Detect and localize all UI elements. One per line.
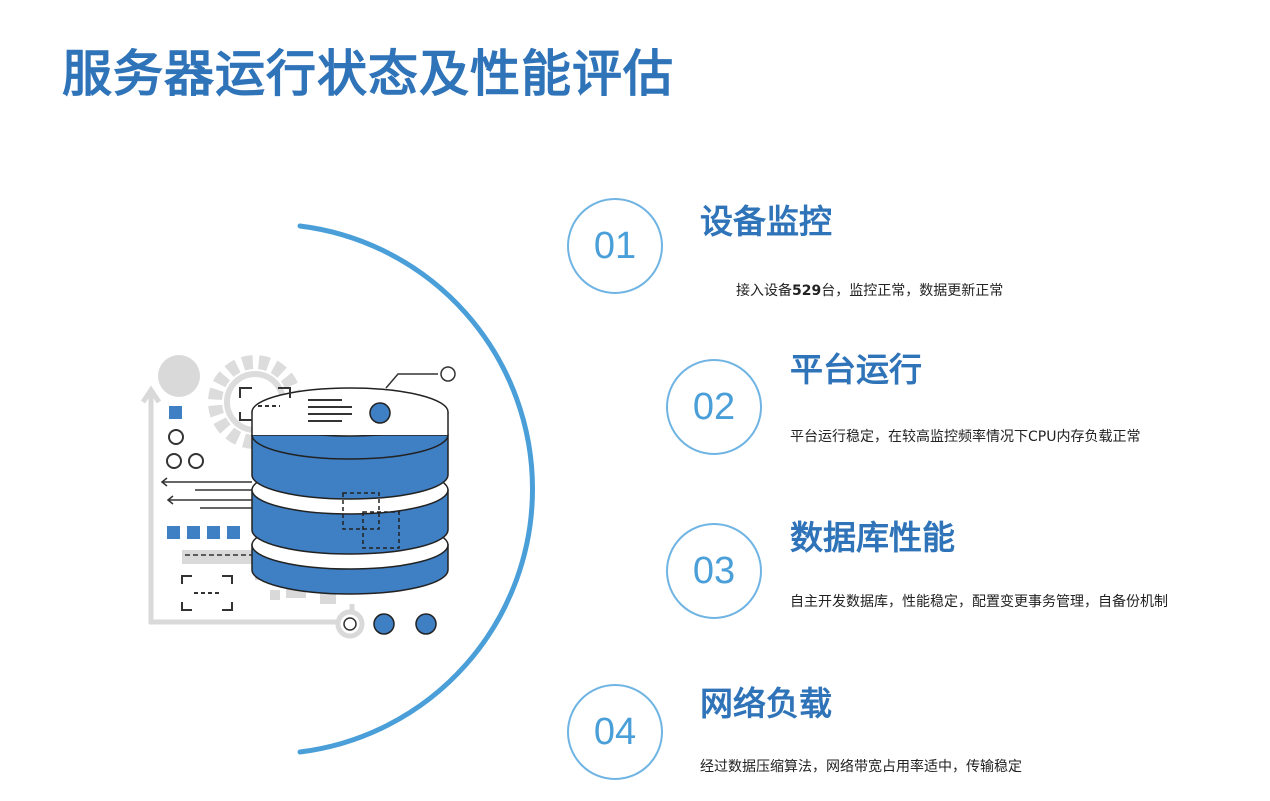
blue-dot-icon [373, 613, 395, 635]
blue-squares-row [167, 526, 240, 539]
blue-square-icon [169, 406, 182, 419]
number-badge: 04 [567, 684, 663, 780]
ring-icon [188, 453, 204, 469]
number-badge: 03 [666, 523, 762, 619]
gray-bar [182, 550, 260, 564]
bracket-frame-icon [181, 575, 233, 611]
item-description: 平台运行稳定，在较高监控频率情况下CPU内存负载正常 [790, 429, 1141, 445]
number-badge: 01 [567, 198, 663, 294]
item-description: 自主开发数据库，性能稳定，配置变更事务管理，自备份机制 [790, 594, 1168, 610]
device-count: 529 [792, 283, 822, 299]
database-server-icon [140, 355, 456, 639]
ring-icon [168, 429, 184, 445]
database-stack [239, 366, 456, 595]
gray-dot-icon [158, 355, 200, 397]
item-title: 数据库性能 [790, 518, 955, 557]
item-description: 接入设备529台，监控正常，数据更新正常 [736, 283, 1004, 299]
item-title: 设备监控 [700, 202, 832, 241]
item-description: 经过数据压缩算法，网络带宽占用率适中，传输稳定 [700, 759, 1022, 775]
item-title: 平台运行 [790, 350, 922, 389]
blue-dot-icon [415, 613, 437, 635]
ring-icon [166, 453, 182, 469]
page-title: 服务器运行状态及性能评估 [62, 45, 674, 103]
number-badge: 02 [666, 359, 762, 455]
arrow-lines [160, 477, 252, 509]
item-title: 网络负载 [700, 684, 832, 723]
